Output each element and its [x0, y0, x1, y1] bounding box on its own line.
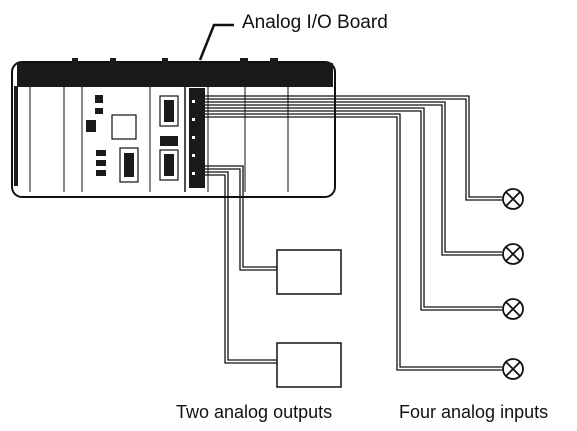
analog-inputs-label: Four analog inputs — [399, 402, 549, 422]
analog-output-devices — [276, 249, 342, 388]
circle-x-sensor-icon — [502, 243, 524, 265]
analog-input-sensors — [502, 188, 524, 380]
circle-x-sensor-icon — [502, 188, 524, 210]
input-wires — [205, 95, 502, 371]
output-wires — [205, 165, 277, 364]
analog-outputs-label: Two analog outputs — [176, 402, 333, 422]
analog-output-device-1 — [276, 249, 342, 295]
analog-output-device-2 — [276, 342, 342, 388]
board-pointer — [198, 23, 234, 61]
analog-io-board-label: Analog I/O Board — [242, 12, 388, 33]
plc-rack — [11, 58, 336, 198]
circle-x-sensor-icon — [502, 358, 524, 380]
circle-x-sensor-icon — [502, 298, 524, 320]
